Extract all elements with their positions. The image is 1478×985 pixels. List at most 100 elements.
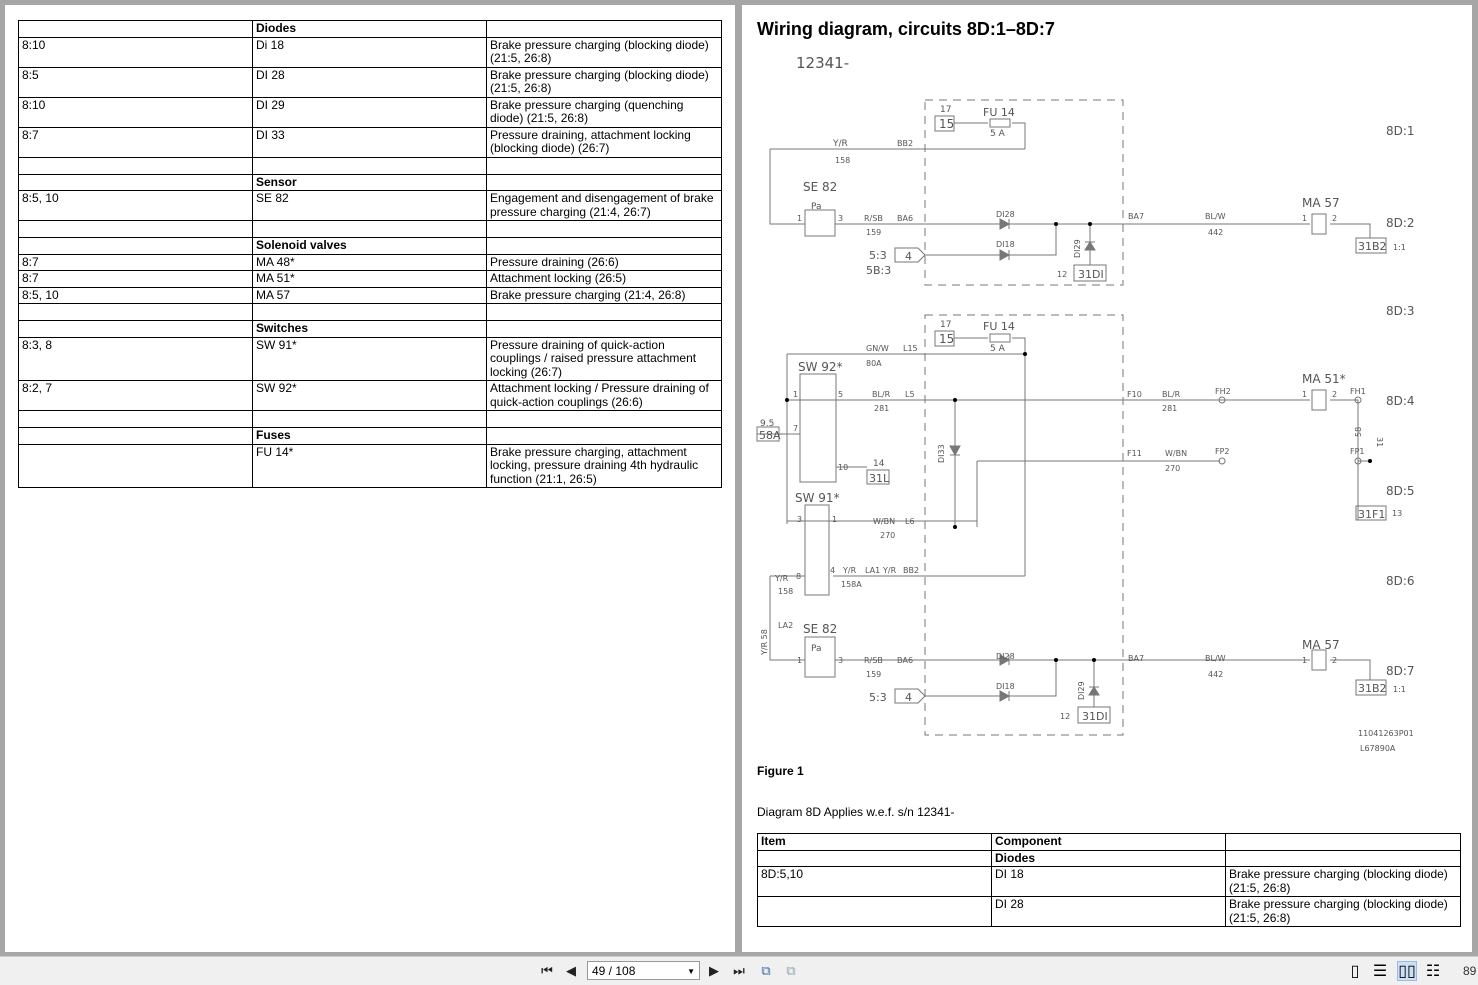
table-cell: 8:7	[18, 126, 253, 158]
last-page-icon: ⏭	[733, 963, 745, 978]
continuous-view-button[interactable]: ☰	[1370, 961, 1390, 981]
table-cell: Engagement and disengagement of brake pr…	[486, 190, 722, 221]
next-page-icon: ▶	[709, 963, 719, 978]
chevron-down-icon[interactable]: ▼	[687, 967, 695, 976]
table-cell: Pressure draining, attachment locking (b…	[486, 126, 722, 158]
table-cell: Attachment locking (26:5)	[486, 270, 722, 288]
table-cell: Diodes	[252, 20, 487, 38]
table-cell: Brake pressure charging (21:4, 26:8)	[486, 286, 722, 304]
table-cell	[486, 156, 722, 175]
table-cell	[18, 220, 253, 238]
previous-page-button[interactable]: ◀	[563, 962, 579, 980]
table-cell	[18, 410, 253, 428]
fit-page-button[interactable]: ⧉	[757, 962, 775, 980]
table-cell: MA 51*	[252, 270, 487, 288]
next-page-button[interactable]: ▶	[706, 962, 722, 980]
pdf-viewer-toolbar: ⏮ ◀ 49 / 108 ▼ ▶ ⏭ ⧉ ⧉ ▯ ☰ ▯▯ ☷ 89	[0, 956, 1478, 985]
table-row	[18, 220, 722, 238]
last-page-button[interactable]: ⏭	[731, 962, 747, 980]
table-cell: Item	[757, 833, 992, 851]
table-cell	[252, 410, 487, 428]
table-cell: Sensor	[252, 173, 487, 191]
table-row: Sensor	[18, 173, 722, 191]
table-cell	[252, 303, 487, 321]
table-row	[18, 303, 722, 321]
table-cell	[1225, 849, 1461, 867]
table-cell: Switches	[252, 320, 487, 338]
table-cell: DI 28	[252, 66, 487, 98]
page-number-value: 49 / 108	[592, 964, 636, 978]
table-cell: 8:5, 10	[18, 286, 253, 304]
table-cell: Brake pressure charging (blocking diode)…	[486, 36, 722, 68]
table-cell	[757, 849, 992, 867]
table-cell	[18, 156, 253, 175]
table-cell	[486, 173, 722, 191]
table-cell: 8:2, 7	[18, 380, 253, 411]
table-row	[18, 156, 722, 175]
table-row: Switches	[18, 320, 722, 338]
right-pdf-page: Wiring diagram, circuits 8D:1–8D:7 Figur…	[742, 5, 1472, 952]
table-cell	[18, 303, 253, 321]
two-page-view-button[interactable]: ▯▯	[1397, 961, 1417, 981]
table-cell	[486, 427, 722, 445]
two-page-continuous-view-icon: ☷	[1425, 963, 1441, 980]
fit-page-icon: ⧉	[761, 963, 771, 978]
zoom-level[interactable]: 89	[1463, 964, 1477, 978]
single-page-view-icon: ▯	[1350, 963, 1360, 980]
table-cell	[18, 173, 253, 191]
table-cell	[486, 410, 722, 428]
first-page-button[interactable]: ⏮	[539, 962, 555, 980]
table-cell: 8:10	[18, 36, 253, 68]
table-cell: MA 48*	[252, 253, 487, 271]
fit-width-button[interactable]: ⧉	[782, 962, 800, 980]
table-cell: DI 33	[252, 126, 487, 158]
previous-page-icon: ◀	[566, 963, 576, 978]
table-cell: Component	[991, 833, 1226, 851]
table-row: Diodes	[757, 849, 1461, 867]
page-number-input[interactable]: 49 / 108 ▼	[587, 961, 700, 980]
table-cell: SE 82	[252, 190, 487, 221]
table-cell: Brake pressure charging, attachment lock…	[486, 443, 722, 488]
table-cell: 8:5, 10	[18, 190, 253, 221]
table-cell	[757, 896, 992, 927]
table-cell: SW 92*	[252, 380, 487, 411]
first-page-icon: ⏮	[541, 963, 553, 978]
table-cell: Solenoid valves	[252, 237, 487, 255]
table-cell	[486, 220, 722, 238]
table-cell: 8:5	[18, 66, 253, 98]
table-cell	[252, 220, 487, 238]
table-cell: Brake pressure charging (quenching diode…	[486, 96, 722, 128]
table-cell: Brake pressure charging (blocking diode)…	[1225, 866, 1461, 897]
two-page-continuous-view-button[interactable]: ☷	[1423, 961, 1443, 981]
table-cell	[18, 427, 253, 445]
table-cell: Di 18	[252, 36, 487, 68]
table-cell: 8:7	[18, 270, 253, 288]
table-cell: SW 91*	[252, 336, 487, 381]
table-cell: Diodes	[991, 849, 1226, 867]
table-cell: Fuses	[252, 427, 487, 445]
table-cell	[1225, 833, 1461, 851]
table-cell: Brake pressure charging (blocking diode)…	[1225, 896, 1461, 927]
table-cell: DI 18	[991, 866, 1226, 897]
table-cell: DI 28	[991, 896, 1226, 927]
table-cell	[486, 20, 722, 38]
table-cell: MA 57	[252, 286, 487, 304]
continuous-view-icon: ☰	[1372, 963, 1388, 980]
table-cell	[486, 320, 722, 338]
table-cell	[486, 237, 722, 255]
table-cell: Pressure draining (26:6)	[486, 253, 722, 271]
single-page-view-button[interactable]: ▯	[1345, 961, 1365, 981]
table-cell	[252, 156, 487, 175]
table-row	[18, 410, 722, 428]
table-cell: Pressure draining of quick-action coupli…	[486, 336, 722, 381]
